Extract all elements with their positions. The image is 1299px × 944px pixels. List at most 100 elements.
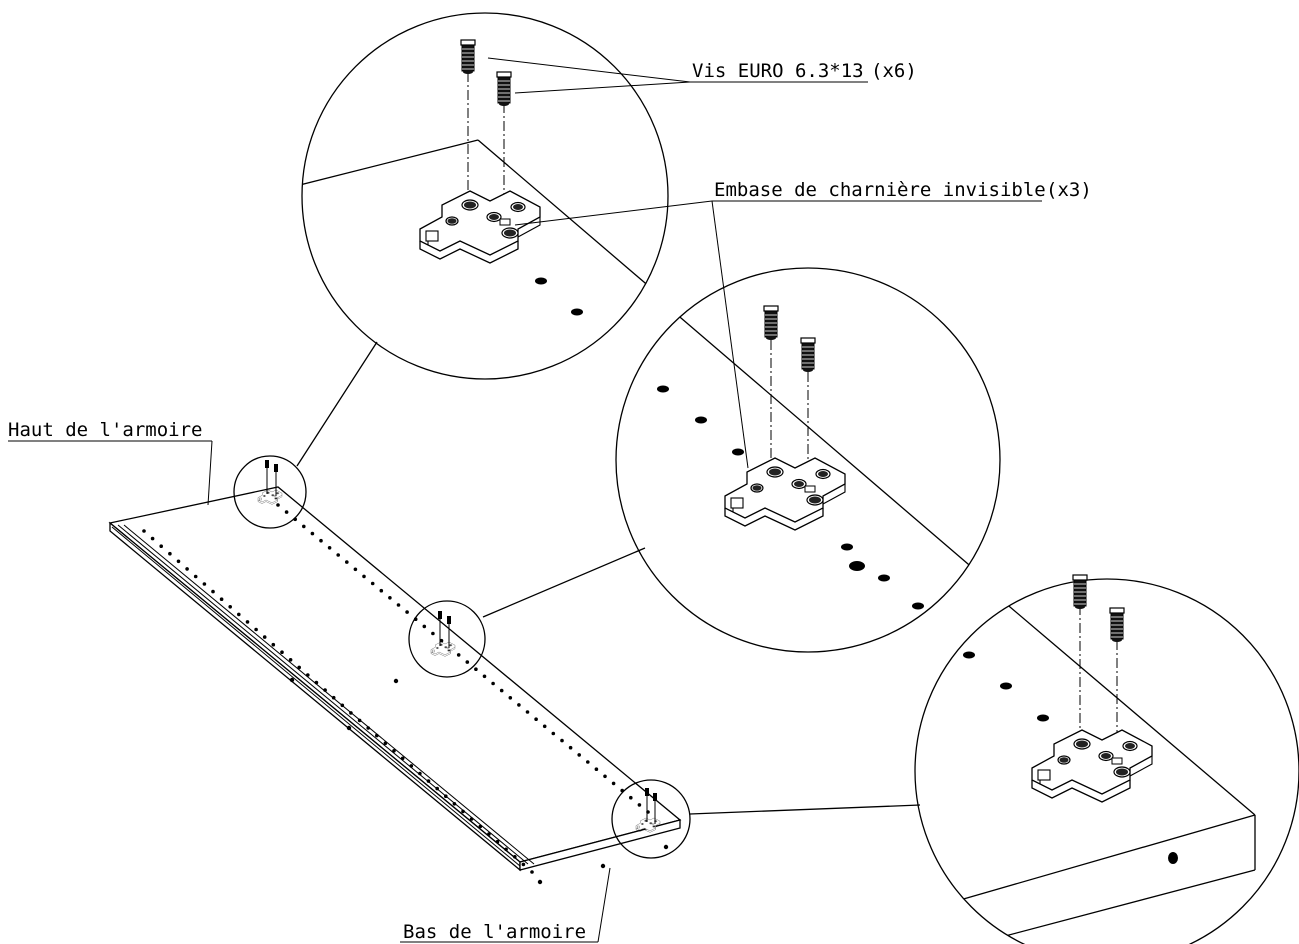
detail-marker-mid: [408, 600, 486, 678]
dowel-hole: [357, 718, 362, 723]
top-of-cabinet-label: Haut de l'armoire: [8, 419, 202, 441]
dowel-hole: [508, 696, 513, 700]
dowel-hole: [271, 642, 276, 647]
dowel-hole: [409, 764, 414, 768]
dowel-hole: [302, 524, 306, 529]
dowel-hole: [405, 610, 409, 614]
dowel-hole: [142, 529, 146, 533]
dowel-hole: [176, 559, 181, 564]
dowel-hole: [400, 756, 405, 761]
dowel-hole: [396, 603, 401, 607]
dowel-hole: [461, 809, 465, 814]
dowel-hole: [314, 680, 319, 685]
dowel-hole: [603, 774, 607, 779]
dowel-hole: [366, 726, 371, 730]
detail-circle-middle: [615, 267, 1001, 653]
hinge-base-label: Embase de charnière invisible: [714, 179, 1046, 201]
dowel-hole: [245, 620, 250, 624]
dowel-hole: [521, 862, 526, 867]
small-screws: [265, 460, 657, 824]
euro-screw-icon: [763, 305, 779, 341]
hinge-base-quantity: (x3): [1046, 179, 1092, 201]
dowel-hole: [336, 553, 341, 557]
dowel-hole: [388, 596, 392, 600]
dowel-hole: [474, 667, 478, 671]
dowel-hole: [323, 688, 327, 692]
connector-top: [296, 341, 378, 467]
dowel-hole: [418, 771, 422, 776]
bottom-of-cabinet-label: Bas de l'armoire: [403, 921, 586, 943]
screws-quantity: (x6): [871, 60, 917, 82]
dowel-hole: [594, 767, 599, 771]
dowel-hole: [551, 731, 556, 736]
euro-screw-icon: [800, 337, 816, 373]
dowel-hole: [469, 817, 474, 821]
connector-bottom: [689, 804, 921, 815]
dowel-hole: [422, 624, 427, 629]
dowel-hole: [426, 779, 431, 783]
dowel-hole: [262, 635, 267, 639]
cabinet-panel: [108, 486, 682, 885]
dowel-hole: [586, 760, 590, 764]
dowel-hole: [629, 795, 633, 800]
dowel-hole: [193, 574, 198, 579]
dowel-hole: [310, 531, 315, 536]
dowel-hole: [280, 650, 284, 654]
euro-screw-icon: [1072, 574, 1088, 610]
dowel-hole: [370, 581, 375, 586]
dowel-hole: [297, 665, 302, 670]
dowel-hole: [577, 753, 581, 757]
dowel-hole: [353, 567, 358, 572]
dowel-hole: [431, 631, 435, 636]
euro-screw-icon: [1109, 607, 1125, 643]
dowel-hole: [435, 786, 440, 791]
detail-circle-bottom: [914, 574, 1299, 944]
dowel-hole: [513, 855, 517, 859]
dowel-hole: [611, 781, 616, 786]
dowel-hole: [530, 870, 534, 874]
dowel-hole: [159, 544, 163, 548]
dowel-hole: [534, 717, 538, 721]
dowel-hole: [499, 688, 504, 693]
dowel-hole: [456, 653, 461, 657]
dowel-hole: [383, 741, 388, 745]
hinge-base-plate-icon: [419, 190, 541, 264]
connector-mid: [482, 547, 646, 618]
euro-screw-icon: [496, 71, 512, 107]
dowel-hole: [362, 574, 366, 579]
euro-screw-icon: [460, 39, 476, 75]
dowel-hole: [482, 674, 487, 679]
dowel-hole: [379, 588, 384, 593]
dowel-hole: [495, 839, 500, 844]
dowel-hole: [331, 695, 336, 700]
dowel-hole: [340, 703, 345, 708]
dowel-hole: [444, 794, 448, 798]
screws-label: Vis EURO 6.3*13: [692, 60, 864, 82]
dowel-hole: [327, 546, 332, 550]
dowel-hole: [465, 660, 470, 664]
dowel-hole: [375, 733, 379, 738]
label-top: Haut de l'armoire: [8, 419, 213, 506]
dowel-hole: [345, 560, 349, 564]
dowel-hole: [517, 703, 521, 707]
label-screws: Vis EURO 6.3*13 (x6): [487, 57, 917, 94]
dowel-hole: [392, 749, 396, 753]
dowel-hole: [568, 745, 573, 750]
dowel-hole: [525, 710, 530, 714]
dowel-hole: [150, 536, 155, 541]
dowel-hole: [542, 724, 547, 729]
dowel-hole: [487, 832, 491, 836]
dowel-hole: [185, 567, 189, 571]
dowel-hole: [288, 658, 293, 662]
dowel-hole: [478, 824, 483, 829]
hinge-base-plate-icon: [724, 457, 846, 531]
dowel-hole: [560, 738, 564, 743]
label-bottom: Bas de l'armoire: [400, 867, 611, 943]
dowel-hole: [202, 582, 207, 586]
dowel-hole: [504, 847, 508, 852]
dowel-hole: [237, 612, 241, 617]
detail-circle-top: [301, 12, 669, 380]
dowel-hole: [439, 638, 444, 643]
dowel-hole: [284, 510, 289, 514]
